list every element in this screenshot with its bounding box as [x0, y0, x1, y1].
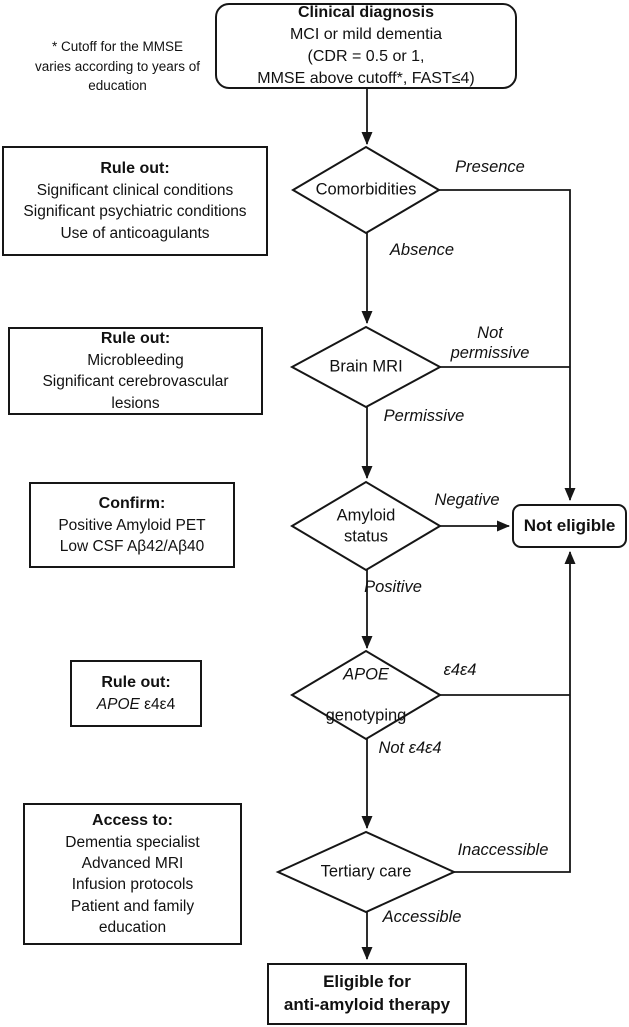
not-eligible-label: Not eligible	[523, 515, 616, 535]
edge-label-absence: Absence	[389, 241, 455, 260]
edge-label-inaccessible: Inaccessible	[457, 841, 549, 860]
apoe-genotyping-label: APOE genotyping	[326, 643, 407, 746]
tertiary-care-label: Tertiary care	[320, 862, 412, 881]
rule-out-clinical-box: Rule out: Significant clinical condition…	[2, 146, 268, 256]
access-to-body: Dementia specialist Advanced MRI Infusio…	[65, 833, 200, 937]
rule-out-mri-body: Microbleeding Significant cerebrovascula…	[42, 351, 229, 412]
confirm-amyloid-body: Positive Amyloid PET Low CSF Aβ42/Aβ40	[58, 516, 206, 556]
rule-out-mri-box: Rule out: Microbleeding Significant cere…	[8, 327, 263, 415]
arrow-presence-to-not-eligible	[439, 189, 576, 501]
comorbidities-label: Comorbidities	[315, 180, 417, 199]
confirm-amyloid-heading: Confirm:	[98, 494, 166, 512]
edge-label-negative: Negative	[434, 491, 500, 510]
apoe-label-rest: genotyping	[325, 706, 407, 725]
edge-label-not-permissive: Not permissive	[450, 324, 530, 362]
amyloid-diamond	[290, 480, 442, 572]
edge-label-not-e4e4: Not ε4ε4	[378, 739, 442, 758]
edge-label-accessible: Accessible	[382, 908, 462, 927]
clinical-diagnosis-box: Clinical diagnosis MCI or mild dementia …	[215, 3, 517, 89]
edge-label-positive: Positive	[364, 578, 422, 597]
amyloid-status-label: Amyloid status	[336, 506, 396, 545]
apoe-allele-text: ε4ε4	[139, 695, 176, 713]
brain-mri-label: Brain MRI	[329, 357, 403, 376]
access-to-heading: Access to:	[92, 811, 173, 829]
eligible-label: Eligible for anti-amyloid therapy	[283, 972, 451, 1014]
rule-out-mri-heading: Rule out:	[100, 329, 171, 347]
access-to-box: Access to: Dementia specialist Advanced …	[23, 803, 242, 945]
apoe-gene-italic: APOE	[96, 695, 140, 713]
edge-label-permissive: Permissive	[383, 407, 465, 426]
apoe-label-italic: APOE	[343, 665, 389, 684]
rule-out-apoe-body: APOE ε4ε4	[97, 694, 175, 715]
brain-mri-diamond	[289, 325, 443, 409]
rule-out-clinical-heading: Rule out:	[100, 159, 170, 177]
rule-out-apoe-box: Rule out: APOE ε4ε4	[70, 660, 202, 727]
eligible-box: Eligible for anti-amyloid therapy	[267, 963, 467, 1025]
not-eligible-box: Not eligible	[512, 504, 627, 548]
mmse-footnote: * Cutoff for the MMSE varies according t…	[34, 39, 201, 94]
comorbidities-diamond	[291, 145, 441, 235]
tertiary-diamond	[275, 830, 457, 914]
apoe-diamond	[290, 649, 442, 741]
clinical-diagnosis-title: Clinical diagnosis	[297, 3, 435, 21]
arrow-inaccessible-to-not-eligible	[454, 551, 576, 873]
confirm-amyloid-box: Confirm: Positive Amyloid PET Low CSF Aβ…	[29, 482, 235, 568]
edge-label-presence: Presence	[455, 158, 525, 177]
rule-out-apoe-heading: Rule out:	[101, 673, 171, 691]
clinical-diagnosis-criteria: MCI or mild dementia (CDR = 0.5 or 1, MM…	[257, 25, 475, 88]
edge-label-e4e4: ε4ε4	[443, 661, 477, 680]
rule-out-clinical-body: Significant clinical conditions Signific…	[23, 181, 247, 242]
